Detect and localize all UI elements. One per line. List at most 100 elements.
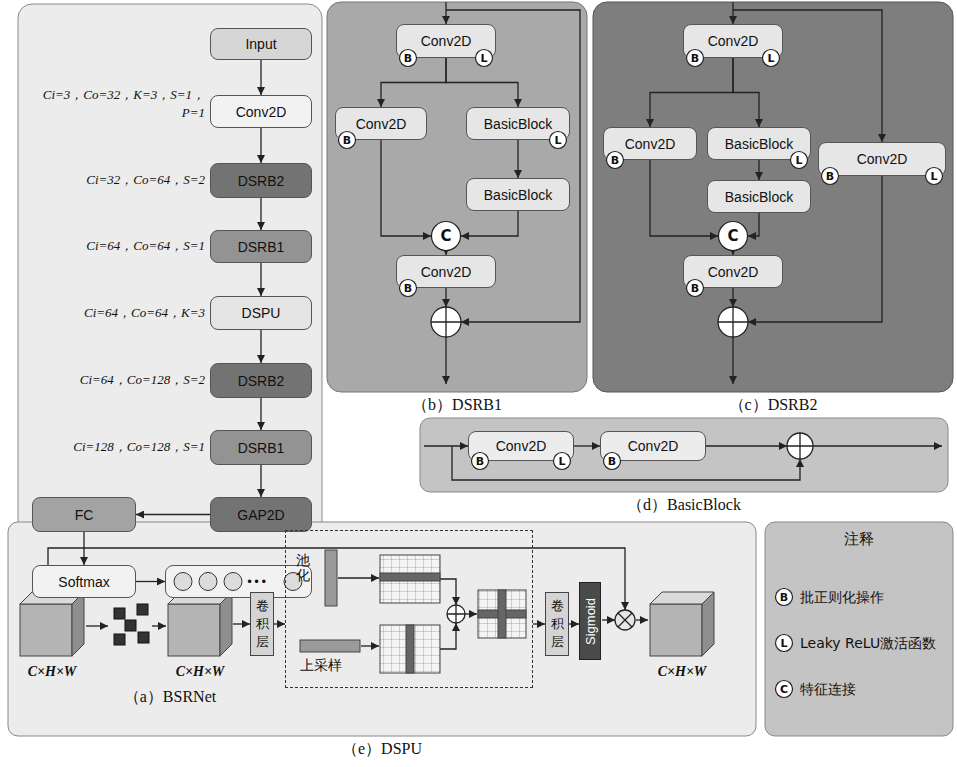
pool-upsample-maps [300, 640, 360, 652]
circle-outline [472, 453, 489, 470]
feature-cube [650, 604, 702, 656]
circle-outline [550, 132, 567, 149]
circle-outline [476, 50, 493, 67]
multiply-symbol [615, 610, 635, 630]
op-badge: B [399, 279, 417, 297]
block-box-text: BasicBlock [725, 136, 793, 152]
block-box: BasicBlock [707, 180, 811, 213]
op-badge-text: B [608, 455, 616, 468]
residual-wires [465, 613, 477, 614]
block-box-text: Conv2D [421, 33, 472, 49]
circle-outline [791, 152, 808, 169]
sigmoid-box: Sigmoid [579, 582, 601, 660]
multiply-symbol [618, 613, 632, 627]
block-box-text: DSRB2 [238, 173, 285, 189]
connector [260, 198, 261, 230]
add-symbol [431, 307, 813, 623]
block-box-text: GAP2D [237, 507, 284, 523]
op-badge: B [686, 279, 704, 297]
add-symbol [787, 433, 813, 459]
op-badge: B [606, 151, 624, 169]
op-badge: B [603, 452, 621, 470]
connector [569, 623, 579, 624]
circle-outline [339, 132, 356, 149]
add-symbol [718, 307, 748, 337]
layer-parameter: Ci=64，Co=64，S=1 [25, 237, 205, 255]
op-badge-text: B [691, 52, 699, 65]
connector [260, 60, 261, 95]
connector [533, 623, 545, 624]
residual-wires [732, 337, 733, 384]
connector [83, 532, 84, 565]
feature-cube [20, 604, 72, 656]
residual-wires [445, 288, 446, 307]
block-box-text: BasicBlock [725, 189, 793, 205]
block-box: DSRB2 [210, 163, 312, 198]
layer-parameter: Ci=32，Co=64，S=2 [25, 171, 205, 189]
residual-wires [440, 623, 456, 649]
connector [260, 330, 261, 363]
op-badge-text: B [826, 170, 834, 183]
connector [136, 581, 165, 582]
residual-wires [440, 579, 456, 605]
circle-outline [926, 168, 943, 185]
residual-wires [338, 577, 379, 578]
block-box: FC [32, 497, 136, 532]
block-box-text: Softmax [58, 574, 109, 590]
pool-upsample-maps [406, 625, 414, 673]
shuffle-icon [138, 632, 149, 643]
pool-upsample-maps [498, 590, 506, 638]
circle-outline [607, 152, 624, 169]
op-badge-text: B [780, 591, 788, 604]
output-box-text: ••• [246, 575, 267, 589]
panel-ground [765, 522, 953, 736]
connector [260, 465, 261, 497]
op-badge: L [925, 167, 943, 185]
block-box: DSRB1 [210, 430, 312, 465]
residual-wires [732, 288, 733, 307]
block-box: Conv2DB [683, 255, 783, 288]
concat-circle: C [718, 221, 748, 251]
tensor-shape: C×H×W [160, 664, 240, 680]
output-box: ••• [165, 565, 312, 598]
connector [381, 58, 446, 107]
multiply-symbol [615, 610, 635, 630]
pool-upsample-maps [380, 573, 440, 581]
add-symbol [787, 433, 813, 459]
block-box-text: BasicBlock [484, 116, 552, 132]
circle-outline [719, 222, 748, 251]
connector [574, 445, 600, 446]
connector [461, 211, 518, 236]
block-box-text: Conv2D [356, 116, 407, 132]
tensor-shape: C×H×W [12, 664, 92, 680]
block-box-text: Conv2D [708, 33, 759, 49]
conv-layer-box: 卷积层 [250, 592, 274, 656]
block-box-text: Input [245, 36, 276, 52]
op-badge-text: B [476, 455, 484, 468]
op-badge: L [553, 452, 571, 470]
op-badge-text: B [404, 52, 412, 65]
block-box: Conv2DBL [683, 24, 783, 58]
neuron-circle [199, 573, 217, 591]
op-badge-text: C [780, 683, 788, 696]
connector [758, 160, 759, 180]
panel-frame: （d）BasicBlockConv2DBLConv2DB [420, 418, 948, 492]
circle-outline [776, 589, 793, 606]
residual-wires [361, 645, 379, 646]
block-box: Conv2DB [603, 127, 697, 160]
panel-ground [8, 2, 953, 736]
op-badge-text: L [480, 52, 487, 65]
block-box: GAP2D [210, 497, 312, 532]
legend-text: Leaky ReLU激活函数 [800, 634, 936, 652]
op-badge: B [686, 49, 704, 67]
op-badge: L [549, 131, 567, 149]
attention-branch-text: 上采样 [300, 657, 342, 675]
pool-upsample-maps [300, 550, 526, 673]
op-badge: B [821, 167, 839, 185]
layer-parameter: Ci=64，Co=128，S=2 [25, 371, 205, 389]
block-box: BasicBlockL [466, 107, 570, 140]
connector [136, 514, 210, 515]
residual-wires [602, 619, 615, 620]
panel-ground [8, 522, 756, 736]
op-badge: B [399, 49, 417, 67]
